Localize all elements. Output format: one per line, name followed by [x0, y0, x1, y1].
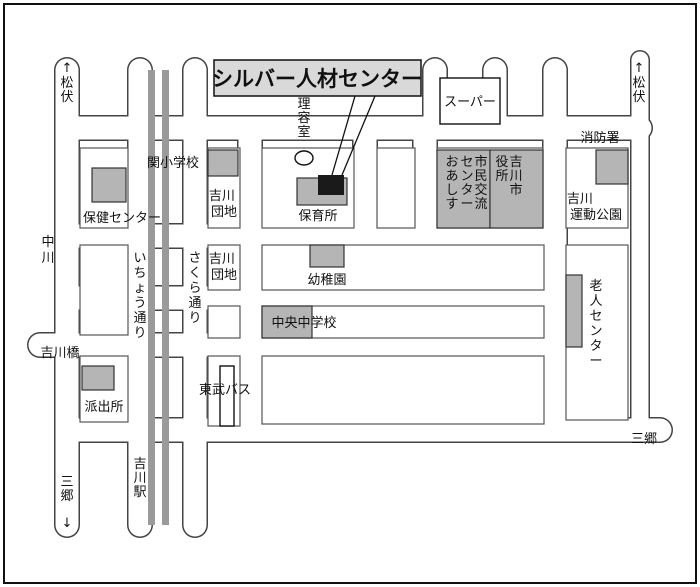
label-misato-left: 三郷 [60, 475, 73, 504]
seki-elementary-building [207, 149, 239, 177]
city-hall-building [489, 149, 544, 229]
label-undo-koen: 吉川 運動公園 [567, 192, 622, 223]
vertical-labels: 理容室 中川 いちょう通り さくら通り 松伏 松伏 三郷 吉川駅 老人センター … [41, 76, 645, 504]
label-nakagawa: 中川 [41, 235, 54, 266]
super-building [439, 77, 501, 125]
title-callout: シルバー人材センター [212, 59, 422, 176]
label-ichou-doori: いちょう通り [133, 251, 146, 341]
arrow-up-left: ↑ [62, 61, 73, 76]
label-oasis: おあしす [445, 155, 458, 212]
chuo-jhs-building [261, 305, 313, 339]
undo-koen-building [595, 149, 629, 185]
label-rojin-center: 老人センター [589, 279, 602, 369]
label-sakura-doori: さくら通り [188, 251, 201, 326]
label-hoken-center: 保健センター [83, 211, 161, 226]
label-chuo-jhs: 中央中学校 [271, 315, 336, 331]
label-misato-right: 三郷 [631, 432, 657, 447]
label-matsubushi-right: 松伏 [632, 76, 645, 105]
police-box-building [81, 365, 115, 391]
oasis-building [436, 149, 491, 229]
direction-arrows: ↑ ↑ ↓ [62, 61, 645, 531]
label-danchi-2: 吉川 団地 [209, 252, 239, 283]
gray-buildings [81, 149, 629, 391]
place-labels: スーパー 関小学校 保育所 保健センター 消防署 幼稚園 中央中学校 派出所 東… [40, 95, 657, 447]
label-seki-elementary: 関小学校 [147, 155, 199, 171]
label-rikagaku: 理容室 [297, 97, 310, 140]
arrow-up-right: ↑ [634, 61, 645, 76]
label-yoshikawa-bridge: 吉川橋 [40, 346, 79, 361]
label-danchi-1: 吉川 団地 [209, 189, 239, 220]
target-building [318, 175, 344, 195]
rojin-center-building [565, 274, 583, 348]
label-yoshikawa-station: 吉川駅 [133, 457, 146, 500]
railway [148, 70, 169, 525]
label-police-box: 派出所 [84, 400, 123, 415]
label-shimin-koryu: 市民交流センター [460, 154, 487, 212]
label-hoikusho: 保育所 [298, 208, 337, 224]
two-line-labels: 吉川 団地 吉川 団地 吉川 運動公園 [209, 189, 622, 283]
label-matsubushi-left: 松伏 [60, 76, 73, 105]
label-super: スーパー [444, 95, 496, 110]
label-city-hall: 吉川市役所 [495, 155, 522, 198]
arrow-down-left: ↓ [62, 516, 73, 531]
tobu-bus-building [219, 365, 235, 427]
label-fire-station: 消防署 [580, 130, 619, 146]
label-kindergarten: 幼稚園 [307, 273, 346, 288]
kindergarten-building [309, 244, 345, 268]
label-tobu-bus: 東武バス [199, 382, 251, 398]
hoken-center-building [91, 167, 127, 203]
rikagaku-marker [294, 150, 314, 166]
map-title: シルバー人材センター [212, 67, 422, 91]
